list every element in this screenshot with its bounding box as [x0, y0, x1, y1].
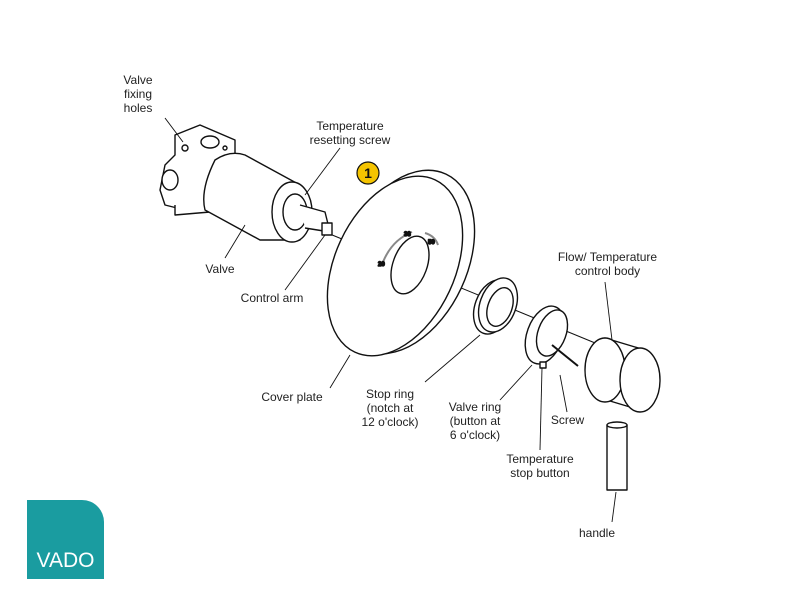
dial-mark-38: 38 — [404, 232, 411, 238]
step-badge: 1 — [356, 161, 380, 185]
label-temperature-resetting-screw: Temperature resetting screw — [309, 119, 391, 147]
dial-mark-20: 20 — [378, 262, 385, 268]
cover-plate — [326, 169, 476, 357]
handle — [606, 421, 628, 491]
label-stop-ring: Stop ring (notch at 12 o'clock) — [361, 387, 419, 429]
label-valve-ring: Valve ring (button at 6 o'clock) — [448, 400, 502, 442]
logo-text: VADO — [36, 549, 95, 572]
dial-mark-50: 50 — [428, 240, 435, 246]
valve-cylinder — [203, 152, 333, 243]
label-flow-temperature-control-body: Flow/ Temperature control body — [557, 250, 658, 278]
valve-body — [159, 124, 236, 216]
screw — [551, 344, 579, 367]
label-valve: Valve — [205, 262, 235, 276]
label-control-arm: Control arm — [240, 291, 304, 305]
svg-text:1: 1 — [364, 165, 372, 181]
label-screw: Screw — [550, 413, 585, 427]
vado-logo: VADO — [27, 500, 104, 579]
label-cover-plate: Cover plate — [261, 390, 323, 404]
label-temperature-stop-button: Temperature stop button — [506, 452, 574, 480]
label-valve-fixing-holes: Valve fixing holes — [123, 73, 153, 115]
label-handle: handle — [578, 526, 616, 540]
stop-ring — [472, 277, 519, 335]
control-body — [584, 337, 661, 413]
valve-ring — [524, 305, 569, 369]
